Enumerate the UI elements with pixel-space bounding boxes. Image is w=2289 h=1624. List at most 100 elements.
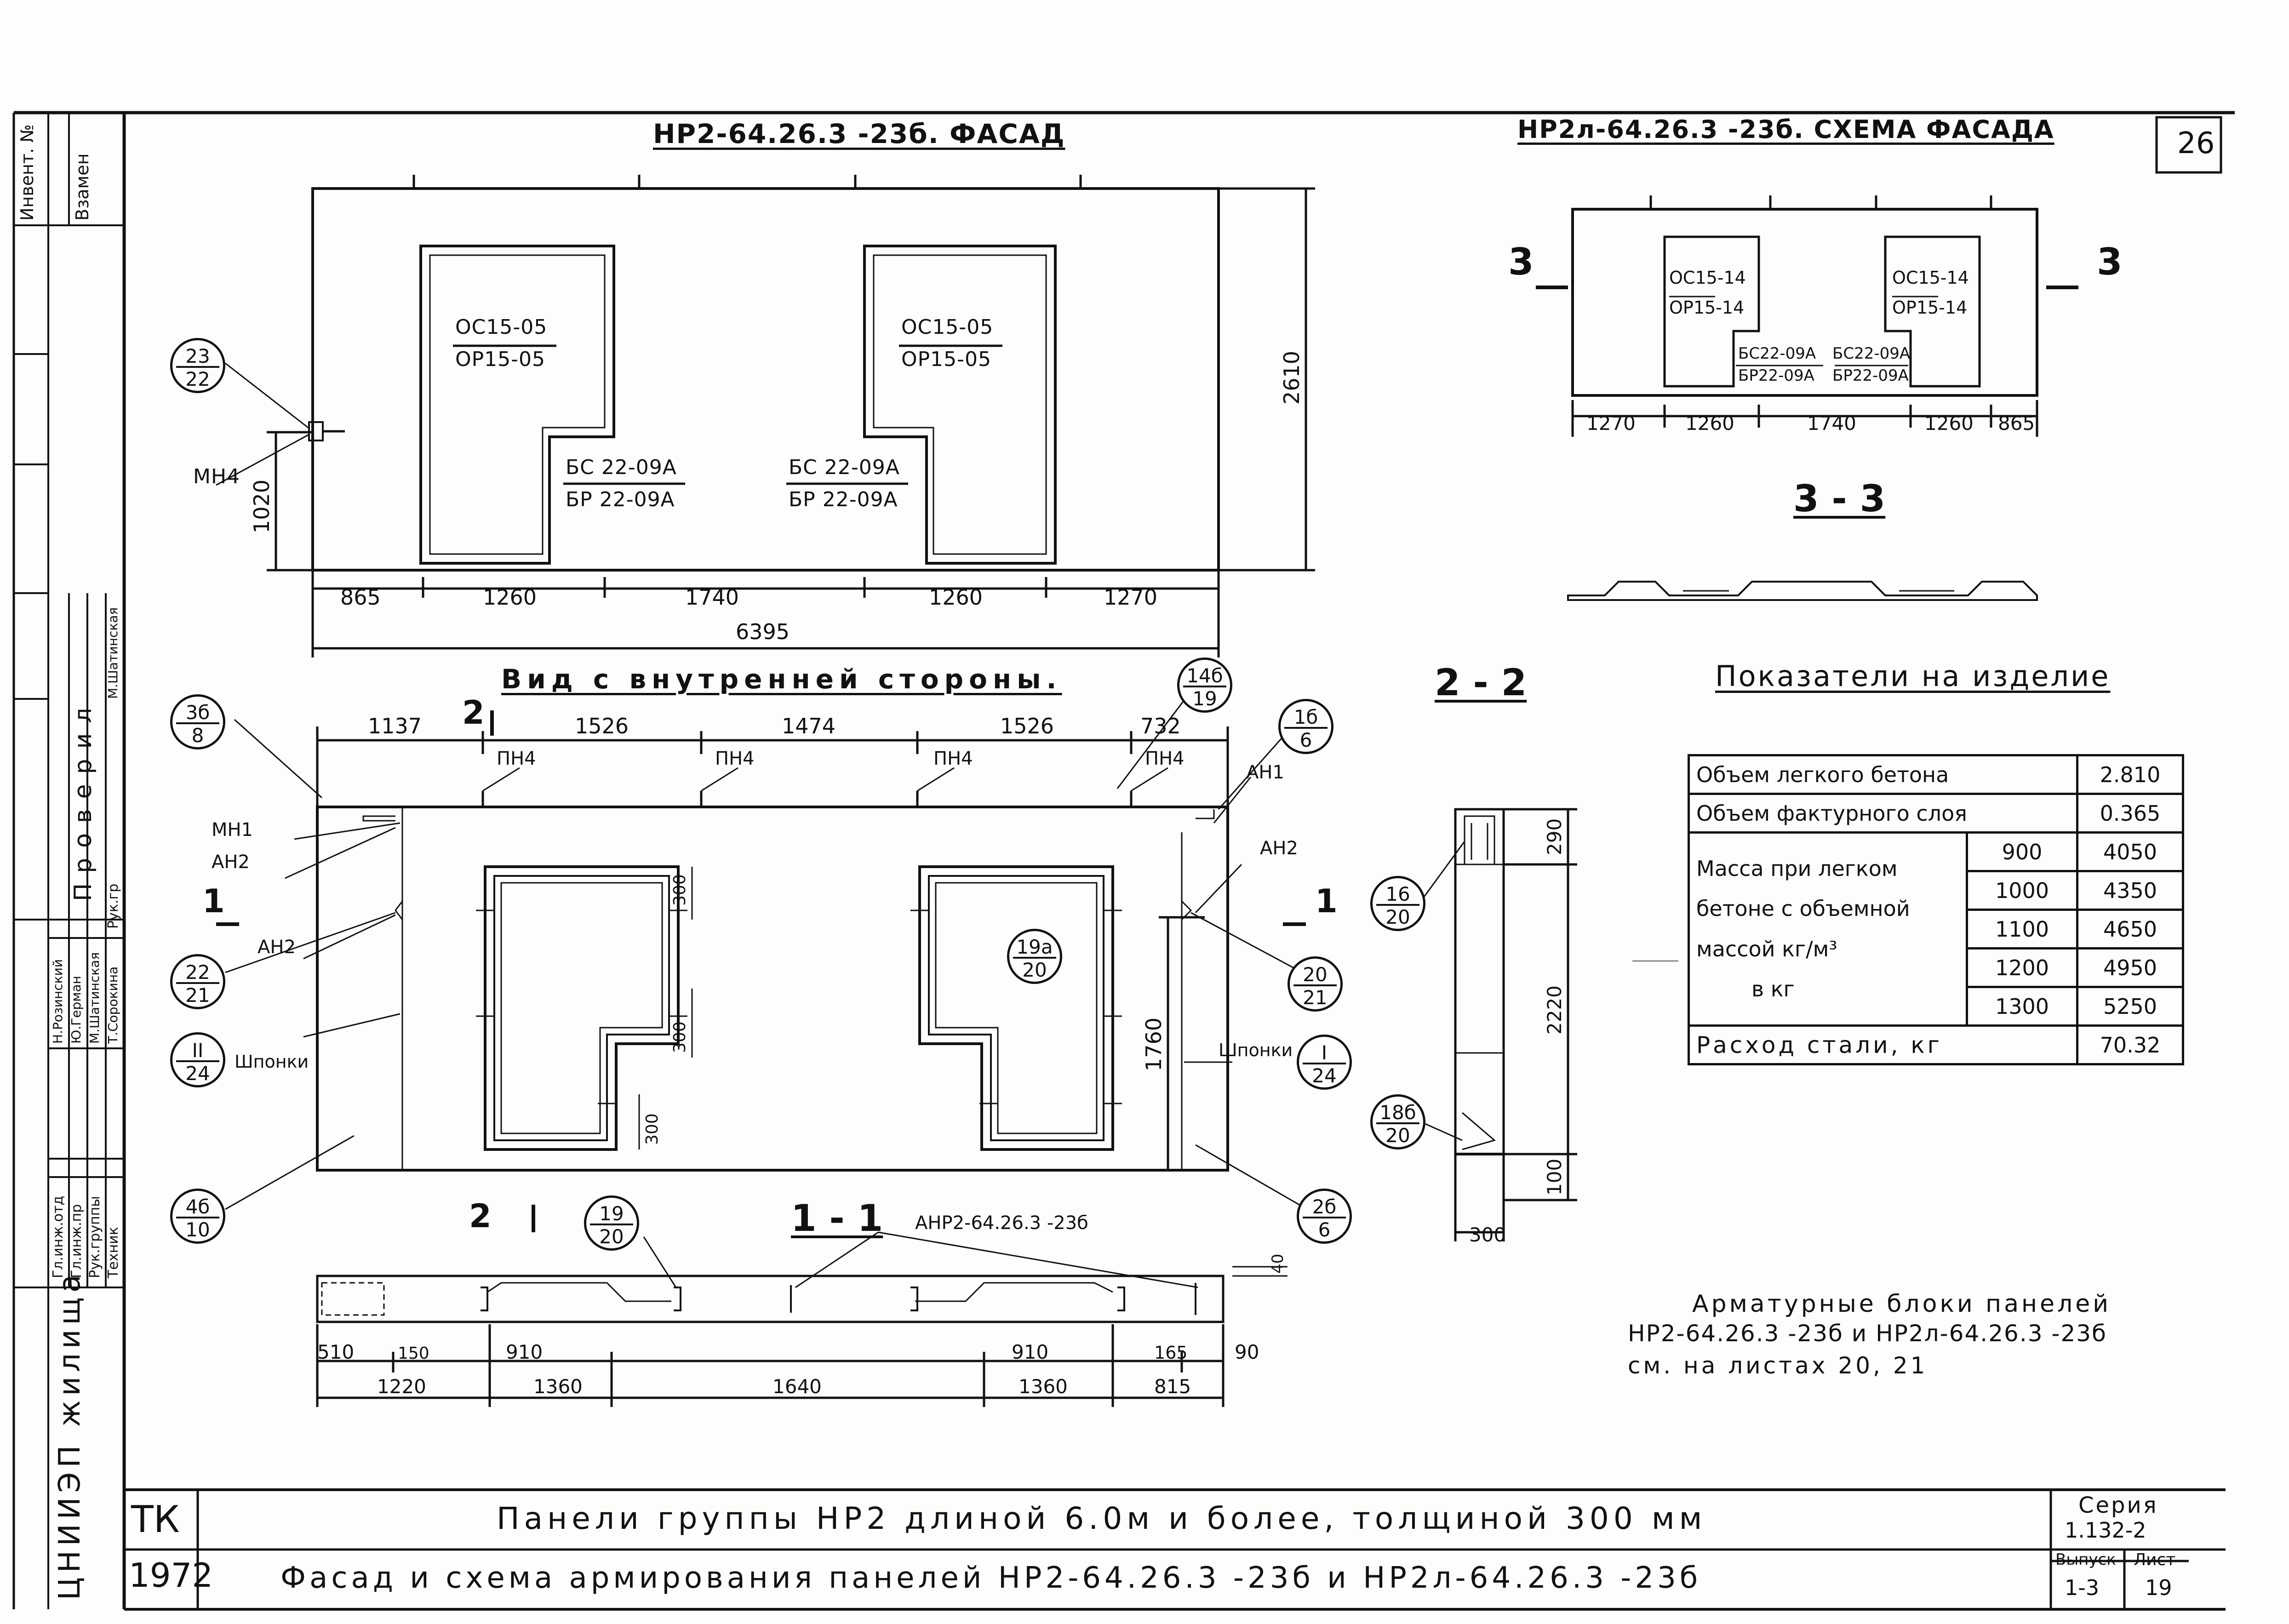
scheme-dim-2: 1260	[1685, 412, 1734, 435]
pn4-label-2: ПН4	[715, 748, 755, 769]
stamp-org-code: ТК	[131, 1498, 180, 1541]
section-3-3-title: 3 - 3	[1793, 477, 1886, 520]
indicators-title: Показатели на изделие	[1715, 659, 2111, 693]
pn4-label-4: ПН4	[1145, 748, 1185, 769]
mn4-label: МН4	[193, 465, 240, 488]
steel-label: Расход стали, кг	[1688, 1024, 2078, 1065]
scheme-dim-3: 1740	[1807, 412, 1856, 435]
mn1-label: МН1	[212, 819, 253, 841]
left-role-top: Рук.гр	[105, 883, 121, 929]
mass-2: 4350	[2076, 870, 2184, 911]
scheme-door-left-bottom: БР22-09А	[1738, 366, 1814, 385]
note-line-1: Арматурные блоки панелей	[1692, 1290, 2112, 1318]
sec11-dim-165: 165	[1154, 1343, 1188, 1363]
section-mark-1-right: 1	[1315, 882, 1338, 920]
mass-label-cell: Масса при легком бетоне с объемной массо…	[1688, 831, 1968, 1027]
density-3: 1100	[1966, 909, 2078, 949]
stamp-issue-value: 1-3	[2065, 1575, 2100, 1600]
left-role-2: Гл.инж.пр	[69, 1204, 85, 1278]
section-2-2-title: 2 - 2	[1435, 661, 1527, 704]
section-mark-2-top: 2	[462, 694, 485, 732]
steel-value: 70.32	[2076, 1024, 2184, 1065]
scheme-door-left-top: БС22-09А	[1738, 344, 1816, 363]
inner-dim-5: 732	[1140, 714, 1181, 738]
left-check-label: Проверил	[69, 698, 97, 901]
sec11-dim-1360a: 1360	[533, 1375, 583, 1398]
stamp-line-1: Панели группы НР2 длиной 6.0м и более, т…	[497, 1501, 1707, 1536]
left-role-3: Рук.группы	[87, 1196, 103, 1278]
sec22-dim-290: 290	[1543, 818, 1566, 855]
facade-window-right-top: ОС15-05	[901, 315, 994, 339]
anr-label: АНР2-64.26.3 -23б	[915, 1212, 1088, 1234]
shponki-label-left: Шпонки	[235, 1052, 309, 1072]
left-name-3: М.Шатинская	[87, 952, 102, 1044]
left-role-1: Гл.инж.отд	[50, 1195, 66, 1278]
table-row: 1300 5250	[1689, 986, 2184, 1027]
note-line-2: НР2-64.26.3 -23б и НР2л-64.26.3 -23б	[1628, 1320, 2107, 1347]
table-row: 1000 4350	[1689, 870, 2184, 911]
left-strip-grid	[14, 113, 124, 1609]
facade-dim-3: 1740	[685, 585, 739, 610]
row2-value: 0.365	[2076, 793, 2184, 834]
left-name-1: Н.Розинский	[50, 959, 65, 1044]
section-mark-1-left: 1	[202, 882, 225, 920]
scheme-window-left-bottom: ОР15-14	[1669, 297, 1745, 318]
density-1: 900	[1966, 831, 2078, 872]
mass-label-3: массой кг/м³	[1696, 936, 1837, 961]
section-1-1	[316, 1231, 1288, 1407]
section-1-1-title: 1 - 1	[791, 1197, 883, 1240]
row2-label: Объем фактурного слоя	[1688, 793, 2078, 834]
indicators-table: Объем легкого бетона 2.810 Объем фактурн…	[1688, 754, 2184, 1065]
left-replace-label: Взамен	[72, 153, 92, 221]
mass-3: 4650	[2076, 909, 2184, 949]
facade-window-right-bottom: ОР15-05	[901, 348, 992, 371]
left-name-4: Т.Сорокина	[105, 966, 120, 1044]
inner-dim-4: 1526	[1000, 714, 1054, 738]
inner-height-dim: 1760	[1141, 1018, 1166, 1071]
scheme-dim-1: 1270	[1586, 412, 1636, 435]
sheet-number: 26	[2177, 126, 2215, 160]
stamp-year: 1972	[129, 1556, 213, 1595]
left-name-top: М.Шатинская	[105, 607, 120, 699]
scheme-window-left-top: ОС15-14	[1669, 268, 1746, 288]
stamp-sheet-value: 19	[2145, 1575, 2172, 1600]
left-inv-label: Инвент. №	[17, 124, 37, 221]
mass-1: 4050	[2076, 831, 2184, 872]
an2-label-right: АН2	[1260, 838, 1298, 859]
facade-left-height-dim: 1020	[249, 480, 274, 533]
facade-door-left-bottom: БР 22-09А	[566, 488, 675, 511]
inner-window-dim-3: 300	[643, 1113, 662, 1145]
facade-height-dim: 2610	[1279, 351, 1304, 405]
inner-dim-2: 1526	[575, 714, 629, 738]
an2-label-left-mid: АН2	[258, 937, 296, 958]
density-4: 1200	[1966, 947, 2078, 988]
inner-window-dim-1: 300	[670, 874, 689, 906]
inner-view-title: Вид с внутренней стороны.	[501, 663, 1062, 695]
facade-door-right-bottom: БР 22-09А	[789, 488, 898, 511]
row1-value: 2.810	[2076, 754, 2184, 795]
facade-window-left-top: ОС15-05	[455, 315, 548, 339]
density-2: 1000	[1966, 870, 2078, 911]
section-mark-3-left: 3	[1508, 240, 1534, 283]
section-2-2	[1420, 808, 1577, 1241]
left-institute: ЦНИИЭП жилища	[53, 1270, 87, 1600]
sec11-dim-510: 510	[317, 1341, 354, 1363]
facade-dim-5: 1270	[1104, 585, 1157, 610]
sec11-dim-1640: 1640	[773, 1375, 822, 1398]
sec11-dim-910a: 910	[506, 1341, 543, 1363]
scheme-window-right-bottom: ОР15-14	[1892, 297, 1968, 318]
table-row: Объем легкого бетона 2.810	[1688, 754, 2184, 795]
sec11-dim-150: 150	[398, 1344, 429, 1363]
an2-label-left-top: АН2	[212, 852, 250, 873]
